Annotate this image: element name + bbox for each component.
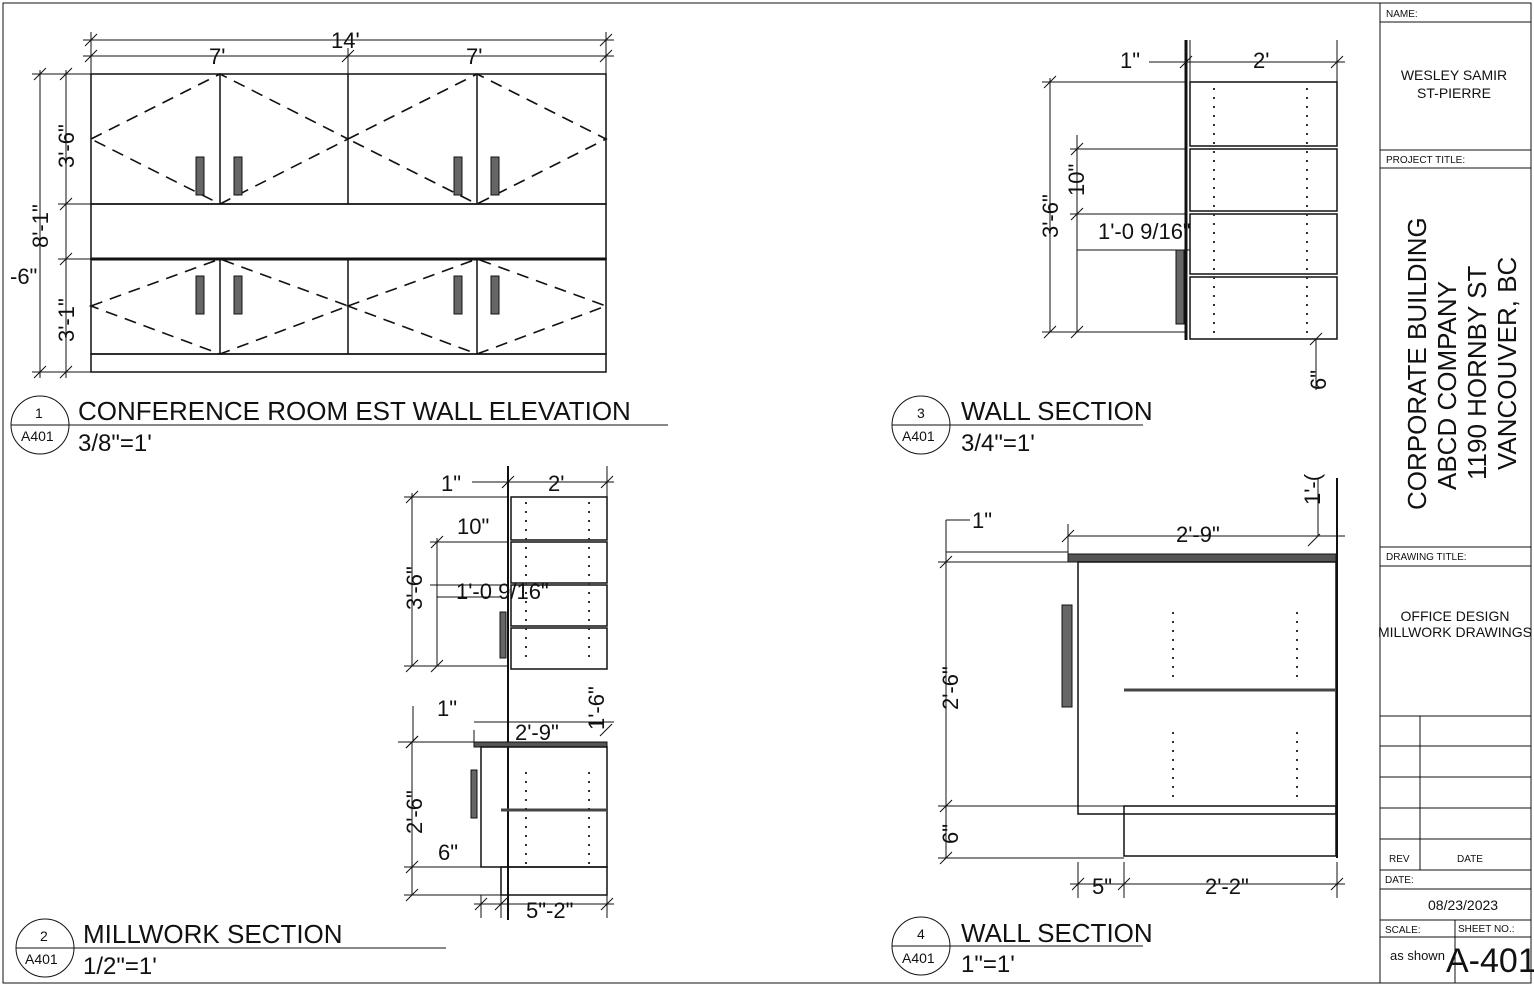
dim-left: 7' bbox=[209, 44, 225, 69]
view-scale: 1"=1' bbox=[961, 951, 1015, 978]
view-title: WALL SECTION bbox=[961, 396, 1153, 426]
backsplash-tile bbox=[90, 203, 607, 260]
project-line-4: VANCOUVER, BC bbox=[1492, 257, 1522, 470]
date-column-label: DATE bbox=[1457, 854, 1483, 865]
date-label: DATE: bbox=[1385, 875, 1414, 886]
dim-height: 2'-6" bbox=[938, 666, 963, 710]
sheet-number: A-401 bbox=[1446, 942, 1534, 980]
dim-depth: 2' bbox=[1253, 48, 1269, 73]
designer-name-line1: WESLEY SAMIR bbox=[1401, 67, 1507, 83]
view-title: WALL SECTION bbox=[961, 918, 1153, 948]
dim-shelf: 10" bbox=[457, 514, 489, 539]
name-label: NAME: bbox=[1386, 9, 1418, 20]
dim-height: 3'-6" bbox=[1038, 194, 1063, 238]
view-scale: 1/2"=1' bbox=[83, 953, 157, 980]
cabinet-handles bbox=[195, 156, 500, 315]
designer-name-line2: ST-PIERRE bbox=[1417, 85, 1491, 101]
view-scale: 3/4"=1' bbox=[961, 430, 1035, 457]
bubble-number: 2 bbox=[40, 928, 48, 944]
title-block bbox=[1379, 2, 1532, 984]
view-title: CONFERENCE ROOM EST WALL ELEVATION bbox=[78, 396, 631, 426]
bubble-sheet: A401 bbox=[902, 428, 935, 444]
scale-value: as shown bbox=[1390, 948, 1445, 963]
dim-bottom: 5"-2" bbox=[526, 898, 573, 923]
dim-back: 1'-( bbox=[1300, 473, 1325, 505]
dim-right: 7' bbox=[466, 44, 482, 69]
dim-upper: 3'-6" bbox=[54, 124, 79, 168]
project-line-1: CORPORATE BUILDING bbox=[1402, 217, 1432, 510]
view-title: MILLWORK SECTION bbox=[83, 919, 343, 949]
dim-cabinet: 1'-0 9/16" bbox=[1098, 219, 1191, 244]
dim-top-depth: 2' bbox=[548, 471, 564, 496]
dim-base: 2'-2" bbox=[1205, 874, 1249, 899]
dim-total: 8'-1" bbox=[28, 204, 53, 248]
bubble-sheet: A401 bbox=[25, 951, 58, 967]
project-line-2: ABCD COMPANY bbox=[1432, 281, 1462, 490]
dim-base-height: 2'-6" bbox=[402, 790, 427, 834]
view-1-elevation bbox=[32, 32, 614, 379]
view-3-section bbox=[1042, 40, 1345, 390]
project-line-3: 1190 HORNBY ST bbox=[1462, 266, 1492, 480]
rev-label: REV bbox=[1389, 854, 1410, 865]
scale-label: SCALE: bbox=[1385, 925, 1421, 936]
bubble-sheet: A401 bbox=[21, 428, 54, 444]
dim-top-gap: 1" bbox=[441, 471, 461, 496]
drawing-label: DRAWING TITLE: bbox=[1386, 552, 1467, 563]
dim-overall: 14' bbox=[331, 28, 360, 53]
dim-gap: 1" bbox=[972, 508, 992, 533]
dim-edge: -6" bbox=[10, 264, 37, 289]
dim-kick: 5" bbox=[1092, 874, 1112, 899]
dim-back: 1'-6" bbox=[584, 686, 609, 730]
project-label: PROJECT TITLE: bbox=[1386, 155, 1465, 166]
view-2-section bbox=[398, 466, 614, 920]
view-1-label bbox=[10, 395, 668, 455]
view-4-section bbox=[938, 478, 1345, 898]
bubble-number: 3 bbox=[917, 405, 925, 421]
dim-toe: 6" bbox=[438, 840, 458, 865]
dim-toe: 6" bbox=[938, 824, 963, 844]
base-kick bbox=[90, 353, 607, 373]
drawing-title-line2: MILLWORK DRAWINGS bbox=[1378, 624, 1532, 640]
sheet-no-label: SHEET NO.: bbox=[1458, 924, 1515, 935]
view-scale: 3/8"=1' bbox=[78, 430, 152, 457]
dim-lower: 3'-1" bbox=[54, 298, 79, 342]
bubble-number: 4 bbox=[917, 926, 925, 942]
dim-ctr-gap: 1" bbox=[437, 696, 457, 721]
view-4-label bbox=[891, 916, 1143, 976]
dim-gap: 1" bbox=[1120, 48, 1140, 73]
view-2-label bbox=[15, 918, 446, 978]
dim-depth: 2'-9" bbox=[1176, 522, 1220, 547]
dim-cabinet: 1'-0 9/16" bbox=[456, 579, 549, 604]
view-3-label bbox=[891, 395, 1143, 455]
dim-height: 3'-6" bbox=[402, 566, 427, 610]
dim-ctr-depth: 2'-9" bbox=[515, 720, 559, 745]
drawing-title-line1: OFFICE DESIGN bbox=[1401, 608, 1510, 624]
dim-shelf: 10" bbox=[1064, 164, 1089, 196]
dim-cut: 6" bbox=[1306, 370, 1331, 390]
bubble-number: 1 bbox=[35, 405, 43, 421]
bubble-sheet: A401 bbox=[902, 950, 935, 966]
date-value: 08/23/2023 bbox=[1428, 897, 1498, 913]
